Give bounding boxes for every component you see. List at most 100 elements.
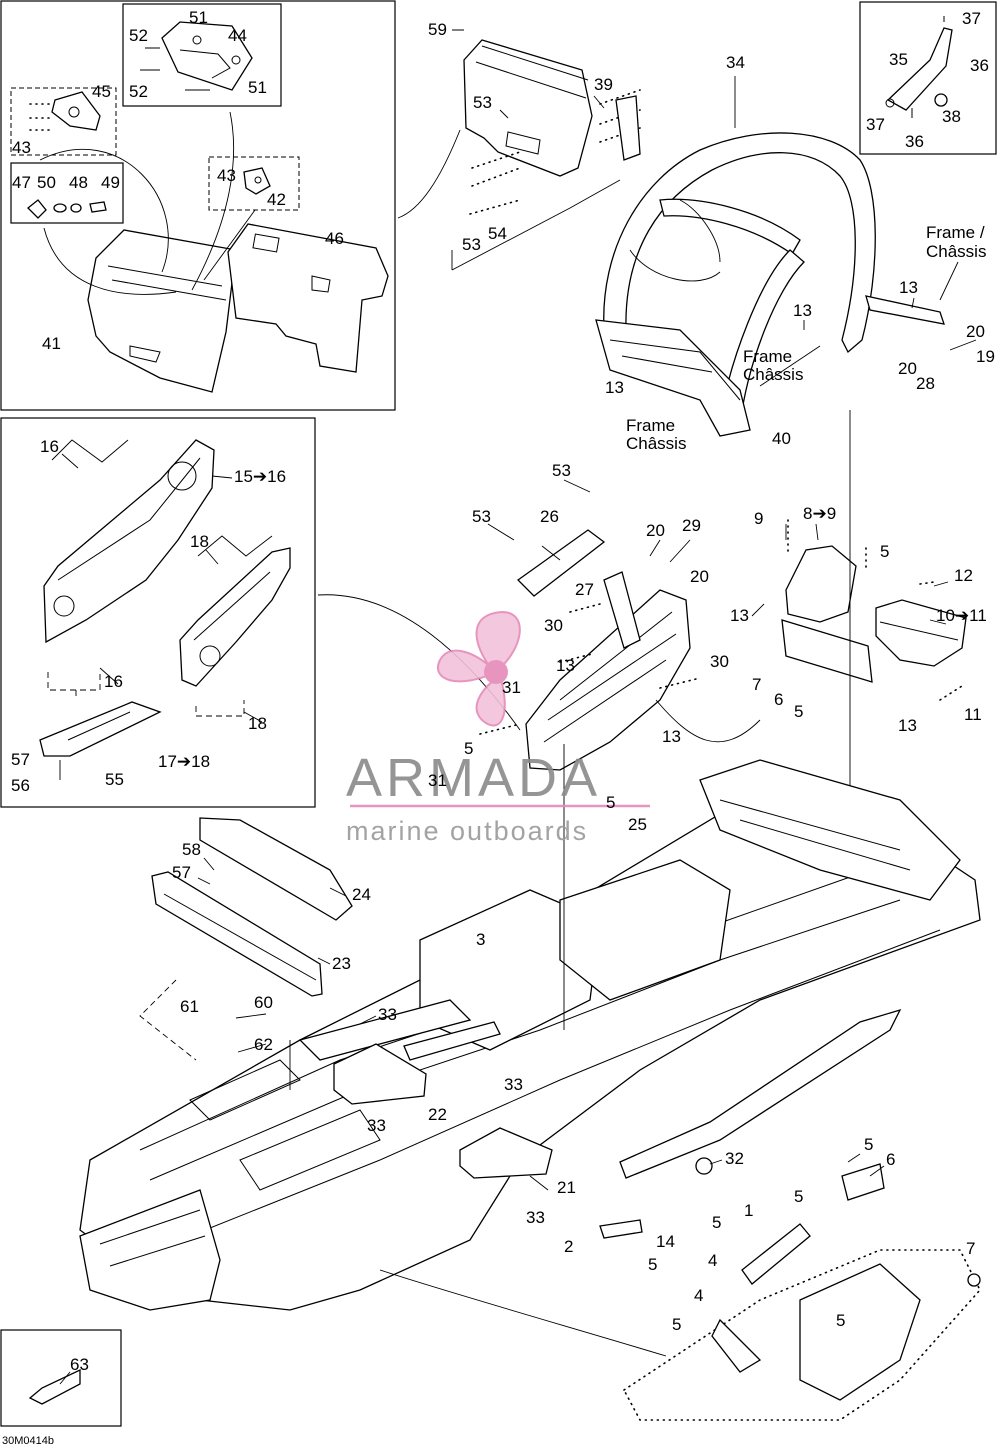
callout-25: 25 <box>628 815 647 834</box>
callout-28: 28 <box>916 374 935 393</box>
callout-5-nose-d: 5 <box>836 1311 845 1330</box>
callout-49: 49 <box>101 173 120 192</box>
callout-7-upper: 7 <box>752 675 761 694</box>
callout-10-to-11: 10➔11 <box>936 606 987 625</box>
callout-5-bracket: 5 <box>648 1255 657 1274</box>
callout-35: 35 <box>889 50 908 69</box>
callout-59: 59 <box>428 20 447 39</box>
callout-13-console: 13 <box>556 656 575 675</box>
frame-label-mid-2: Châssis <box>743 365 803 384</box>
callout-labels: 51 52 44 52 51 45 43 47 50 48 49 43 42 4… <box>11 8 995 1374</box>
callout-30-right: 30 <box>710 652 729 671</box>
callout-22: 22 <box>428 1105 447 1124</box>
propeller-icon <box>437 610 521 727</box>
callout-57-inset: 57 <box>11 750 30 769</box>
callout-4-upper: 4 <box>708 1251 717 1270</box>
side-panel-inset <box>0 417 521 808</box>
callout-33-left: 33 <box>367 1116 386 1135</box>
callout-5-seat: 5 <box>880 542 889 561</box>
callout-18-bottom: 18 <box>248 714 267 733</box>
center-console-assembly <box>479 529 761 771</box>
callout-31-top: 31 <box>502 678 521 697</box>
callout-16-bottom: 16 <box>104 672 123 691</box>
callout-41: 41 <box>42 334 61 353</box>
callout-47: 47 <box>12 173 31 192</box>
callout-33-mid: 33 <box>504 1075 523 1094</box>
frame-label-left-2: Châssis <box>626 434 686 453</box>
callout-6-upper: 6 <box>774 690 783 709</box>
callout-6-nose: 6 <box>886 1150 895 1169</box>
callout-5-upper-right: 5 <box>794 702 803 721</box>
hardware-47-50-subbox <box>10 162 124 224</box>
callout-13-console-b: 13 <box>662 727 681 746</box>
callout-61: 61 <box>180 997 199 1016</box>
frame-label-right-1: Frame / <box>926 223 985 242</box>
bracket-42-subbox <box>208 156 300 211</box>
callout-29: 29 <box>682 516 701 535</box>
callout-46: 46 <box>325 229 344 248</box>
callout-54: 54 <box>488 224 507 243</box>
bracket-44-subbox <box>122 3 282 107</box>
callout-8-to-9: 8➔9 <box>803 504 836 523</box>
callout-13-seat-left: 13 <box>730 606 749 625</box>
callout-2: 2 <box>564 1237 573 1256</box>
callout-45: 45 <box>92 82 111 101</box>
callout-51-top: 51 <box>189 8 208 27</box>
callout-3: 3 <box>476 930 485 949</box>
callout-17-to-18: 17➔18 <box>158 752 210 771</box>
callout-57-main: 57 <box>172 863 191 882</box>
callout-53-lower: 53 <box>462 235 481 254</box>
item-63-inset <box>0 1329 122 1427</box>
callout-7-nose: 7 <box>966 1239 975 1258</box>
callout-40: 40 <box>772 429 791 448</box>
callout-27: 27 <box>575 580 594 599</box>
callout-39: 39 <box>594 75 613 94</box>
callout-5-console: 5 <box>464 739 473 758</box>
panel-kit-inset <box>0 0 396 411</box>
callout-58: 58 <box>182 840 201 859</box>
roll-bar-assembly <box>595 132 945 437</box>
frame-label-left-1: Frame <box>626 416 675 435</box>
callout-53-upper: 53 <box>473 93 492 112</box>
callout-34: 34 <box>726 53 745 72</box>
callout-5-nose-top: 5 <box>864 1135 873 1154</box>
callout-14: 14 <box>656 1232 675 1251</box>
callout-51-bottom: 51 <box>248 78 267 97</box>
callout-48: 48 <box>69 173 88 192</box>
callout-5-nose-c: 5 <box>672 1315 681 1334</box>
frame-label-right-2: Châssis <box>926 242 986 261</box>
bar-clamp-inset <box>859 1 997 155</box>
callout-5-nose-a: 5 <box>794 1187 803 1206</box>
leader-lines <box>59 29 977 1385</box>
seat-support-assembly <box>781 410 967 790</box>
callout-56: 56 <box>11 776 30 795</box>
callout-1: 1 <box>744 1201 753 1220</box>
callout-12: 12 <box>954 566 973 585</box>
callout-38: 38 <box>942 107 961 126</box>
callout-33-bottom: 33 <box>526 1208 545 1227</box>
callout-52-top: 52 <box>129 26 148 45</box>
callout-36-bottom: 36 <box>905 132 924 151</box>
callout-32: 32 <box>725 1149 744 1168</box>
callout-4-lower: 4 <box>694 1286 703 1305</box>
callout-52-bottom: 52 <box>129 82 148 101</box>
callout-13-seat-right: 13 <box>898 716 917 735</box>
callout-16-top: 16 <box>40 437 59 456</box>
callout-63: 63 <box>70 1355 89 1374</box>
callout-13-right: 13 <box>899 278 918 297</box>
watermark-brand: ARMADA <box>346 748 601 808</box>
callout-31-bottom: 31 <box>428 771 447 790</box>
callout-15-to-16: 15➔16 <box>234 467 286 486</box>
callout-9: 9 <box>754 509 763 528</box>
nose-cover-assembly <box>599 1163 981 1421</box>
callout-5-nose-b: 5 <box>712 1213 721 1232</box>
callout-20-console: 20 <box>646 521 665 540</box>
callout-37-top: 37 <box>962 9 981 28</box>
callout-53-console: 53 <box>472 507 491 526</box>
callout-23: 23 <box>332 954 351 973</box>
callout-55: 55 <box>105 770 124 789</box>
callout-43-right: 43 <box>217 166 236 185</box>
callout-20-lower: 20 <box>898 359 917 378</box>
callout-36-top: 36 <box>970 56 989 75</box>
callout-5-console-b: 5 <box>606 793 615 812</box>
